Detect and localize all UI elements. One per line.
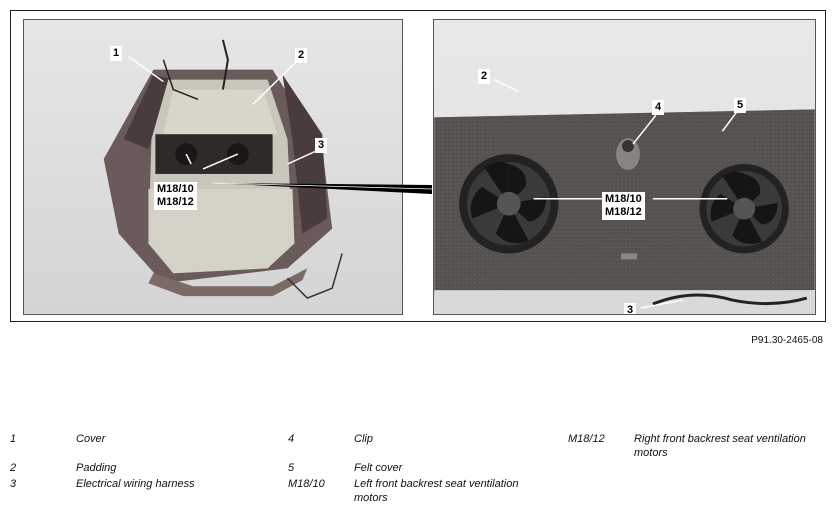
legend-text-2: Padding — [76, 462, 117, 474]
right-callout-m1812: M18/12 — [605, 206, 642, 218]
left-callout-2: 2 — [295, 48, 308, 63]
legend-text-5: Felt cover — [354, 462, 403, 474]
legend-num-5: 5 — [288, 462, 295, 474]
figure-frame: 1 2 3 M18/10 M18/12 — [10, 10, 826, 322]
right-callout-m1810: M18/10 — [605, 193, 642, 205]
legend-text-3: Electrical wiring harness — [76, 478, 195, 490]
legend-num-m1810: M18/10 — [288, 478, 325, 490]
left-callout-motors: M18/10 M18/12 — [154, 182, 197, 210]
legend-num-4: 4 — [288, 433, 295, 445]
left-callout-3: 3 — [315, 138, 328, 153]
right-callout-2: 2 — [478, 69, 491, 84]
legend-text-1: Cover — [76, 433, 106, 445]
right-callout-motors: M18/10 M18/12 — [602, 192, 645, 220]
left-callout-m1812: M18/12 — [157, 196, 194, 208]
legend-num-2: 2 — [10, 462, 17, 474]
legend-num-3: 3 — [10, 478, 17, 490]
right-callout-5: 5 — [734, 98, 747, 113]
figure-id: P91.30-2465-08 — [751, 335, 823, 346]
left-callout-m1810: M18/10 — [157, 183, 194, 195]
backrest-photo: 1 2 3 M18/10 M18/12 — [23, 19, 403, 315]
fan-detail-photo: 2 4 5 3 M18/10 M18/12 — [433, 19, 816, 315]
legend-text-m1812: Right front backrest seat ventilation mo… — [634, 433, 806, 459]
legend-num-1: 1 — [10, 433, 17, 445]
legend-text-4: Clip — [354, 433, 373, 445]
backrest-illustration — [103, 39, 343, 299]
legend-num-m1812: M18/12 — [568, 433, 605, 445]
legend-text-m1810: Left front backrest seat ventilation mot… — [354, 478, 519, 504]
right-callout-3: 3 — [624, 303, 637, 314]
left-callout-1: 1 — [110, 46, 123, 61]
right-callout-4: 4 — [652, 100, 665, 115]
